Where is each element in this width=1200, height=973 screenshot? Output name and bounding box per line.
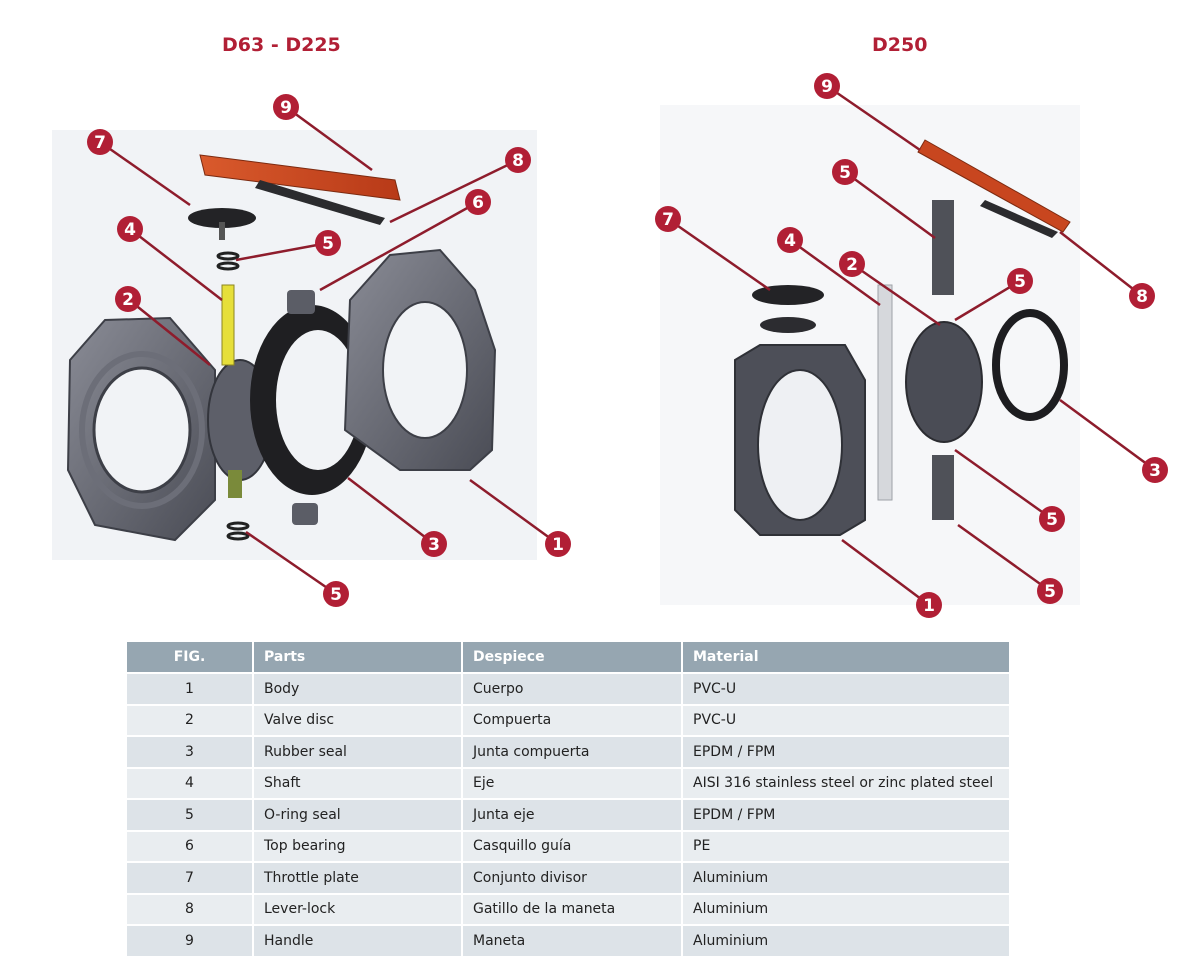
callout-7-right: 7 [662,210,674,230]
o-ring-top [216,251,240,261]
cell-part: Top bearing [253,829,463,862]
table-row: 8 Lever-lock Gatillo de la maneta Alumin… [127,892,1011,925]
header-material: Material [682,642,1011,673]
callout-9-left: 9 [280,98,292,118]
handle-part [199,154,401,225]
cell-material: EPDM / FPM [682,798,1011,831]
throttle-plate-part [188,208,256,228]
shaft-part-right [877,284,893,501]
cell-fig: 8 [127,892,254,925]
cell-despiece: Junta compuerta [462,735,683,768]
table-row: 7 Throttle plate Conjunto divisor Alumin… [127,861,1011,894]
callout-5d-right: 5 [1044,582,1056,602]
cell-material: Aluminium [682,924,1011,956]
cell-despiece: Maneta [462,924,683,956]
rubber-seal-right [992,309,1068,421]
callout-7-left: 7 [94,133,106,153]
handle-part-right [917,139,1071,238]
body-part-right [734,344,866,536]
table-row: 5 O-ring seal Junta eje EPDM / FPM [127,798,1011,831]
parts-table: FIG. Parts Despiece Material 1 Body Cuer… [127,642,1011,956]
table-row: 1 Body Cuerpo PVC-U [127,672,1011,705]
callout-5c-right: 5 [1046,510,1058,530]
valve-disc-part-right [905,200,983,520]
callout-2-left: 2 [122,290,134,310]
table-row: 3 Rubber seal Junta compuerta EPDM / FPM [127,735,1011,768]
body-flange-right [343,248,497,471]
top-bearing-part [287,290,315,314]
table-row: 6 Top bearing Casquillo guía PE [127,829,1011,862]
cell-despiece: Cuerpo [462,672,683,705]
body-part [66,316,216,542]
header-fig: FIG. [127,642,254,673]
callout-8-right: 8 [1136,287,1148,307]
exploded-view-d63-d225: 9 7 8 6 4 5 2 3 1 5 [52,94,571,607]
callout-4-right: 4 [784,231,796,251]
table-row: 2 Valve disc Compuerta PVC-U [127,703,1011,736]
exploded-view-d250: 9 5 7 4 2 5 8 3 5 5 1 [655,73,1168,618]
callout-8-left: 8 [512,151,524,171]
o-ring-bottom [226,521,250,531]
header-despiece: Despiece [462,642,683,673]
callout-5a-left: 5 [322,234,334,254]
callout-3-right: 3 [1149,461,1161,481]
cell-part: Throttle plate [253,861,463,894]
callout-5b-left: 5 [330,585,342,605]
cell-material: Aluminium [682,861,1011,894]
cell-material: PE [682,829,1011,862]
cell-part: Shaft [253,766,463,799]
cell-fig: 7 [127,861,254,894]
cell-part: Handle [253,924,463,956]
callout-2-right: 2 [846,255,858,275]
rubber-seal-part [250,305,374,495]
shaft-part [221,284,235,366]
header-parts: Parts [253,642,463,673]
cell-fig: 9 [127,924,254,956]
cell-part: Lever-lock [253,892,463,925]
figure-title-left: D63 - D225 [222,34,341,56]
figure-background-right [660,105,1080,605]
cell-despiece: Casquillo guía [462,829,683,862]
cell-despiece: Gatillo de la maneta [462,892,683,925]
cell-despiece: Compuerta [462,703,683,736]
cell-part: Valve disc [253,703,463,736]
cell-despiece: Eje [462,766,683,799]
table-row: 9 Handle Maneta Aluminium [127,924,1011,956]
cell-fig: 5 [127,798,254,831]
cell-fig: 4 [127,766,254,799]
figure-title-right: D250 [872,34,928,56]
cell-material: PVC-U [682,703,1011,736]
callouts-left: 9 7 8 6 4 5 2 3 1 5 [87,94,571,607]
cell-material: Aluminium [682,892,1011,925]
cell-part: O-ring seal [253,798,463,831]
top-bearing-part-lower [292,503,318,525]
callout-5b-right: 5 [1014,272,1026,292]
callouts-right: 9 5 7 4 2 5 8 3 5 5 1 [655,73,1168,618]
cell-material: AISI 316 stainless steel or zinc plated … [682,766,1011,799]
cell-part: Rubber seal [253,735,463,768]
callout-6-left: 6 [472,193,484,213]
cell-fig: 2 [127,703,254,736]
cell-material: EPDM / FPM [682,735,1011,768]
throttle-plate-right [752,285,824,305]
cell-fig: 1 [127,672,254,705]
callout-1-left: 1 [552,535,564,555]
callout-9-right: 9 [821,77,833,97]
callout-1-right: 1 [923,596,935,616]
callout-5a-right: 5 [839,163,851,183]
cell-material: PVC-U [682,672,1011,705]
cell-despiece: Conjunto divisor [462,861,683,894]
callout-3-left: 3 [428,535,440,555]
cell-fig: 6 [127,829,254,862]
cell-part: Body [253,672,463,705]
cell-despiece: Junta eje [462,798,683,831]
callout-4-left: 4 [124,220,136,240]
parts-table-header: FIG. Parts Despiece Material [127,642,1011,673]
table-row: 4 Shaft Eje AISI 316 stainless steel or … [127,766,1011,799]
cell-fig: 3 [127,735,254,768]
